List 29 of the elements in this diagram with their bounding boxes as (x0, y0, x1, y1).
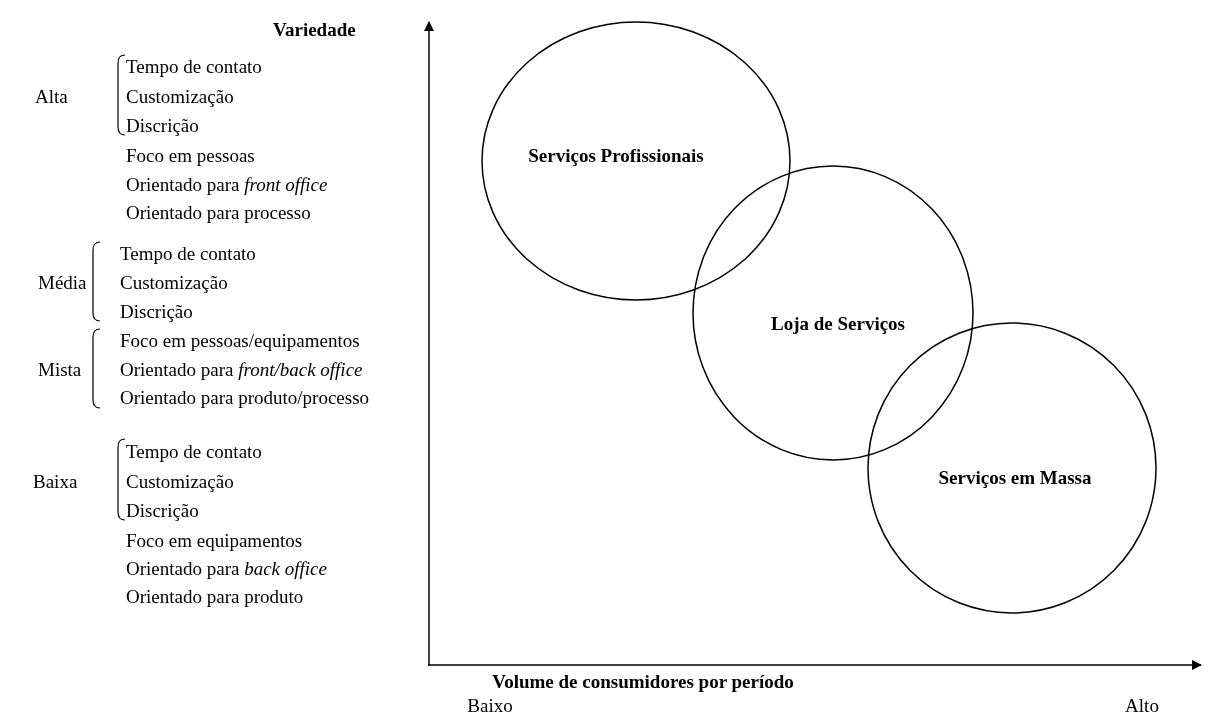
attribute-text: Orientado para front/back office (120, 360, 363, 380)
attribute-text: Customização (126, 472, 234, 492)
attribute-text: Discrição (126, 116, 199, 136)
axis-end-label: Baixo (467, 696, 513, 713)
attribute-text: Tempo de contato (126, 442, 262, 462)
attribute-text: Foco em pessoas/equipamentos (120, 331, 360, 351)
attribute-text: Tempo de contato (126, 57, 262, 77)
attribute-text: Customização (126, 87, 234, 107)
attribute-text: Customização (120, 273, 228, 293)
circle-label: Serviços em Massa (938, 468, 1092, 488)
axis-title: Volume de consumidores por período (492, 672, 794, 692)
level-label: Alta (35, 87, 68, 107)
circle-label: Loja de Serviços (771, 314, 905, 334)
attribute-text: Orientado para back office (126, 559, 327, 579)
attribute-text: Discrição (120, 302, 193, 322)
attribute-text: Orientado para processo (126, 203, 311, 223)
attribute-text: Orientado para produto (126, 587, 304, 607)
attribute-text: Orientado para produto/processo (120, 388, 370, 408)
level-label: Média (38, 273, 87, 293)
attribute-text: Tempo de contato (120, 244, 256, 264)
level-label: Mista (38, 360, 82, 380)
attribute-text: Orientado para front office (126, 175, 328, 195)
circle-label: Serviços Profissionais (528, 146, 704, 166)
axis-end-label: Alto (1125, 696, 1159, 713)
level-label: Baixa (33, 472, 78, 492)
attribute-text: Foco em pessoas (126, 146, 255, 166)
attribute-text: Foco em equipamentos (126, 531, 303, 551)
attribute-text: Discrição (126, 501, 199, 521)
axis-title: Variedade (273, 20, 356, 40)
